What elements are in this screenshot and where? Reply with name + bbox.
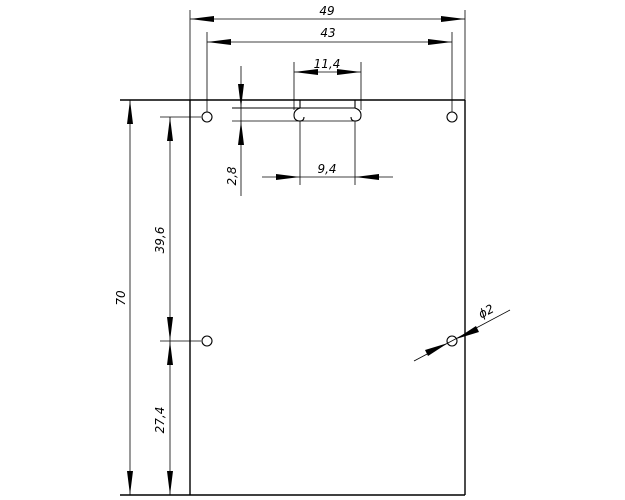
dim-label-2-8: 2,8	[225, 166, 239, 185]
slot-profile	[232, 100, 362, 122]
dim-overall-width	[189, 10, 466, 100]
hole-top-right	[446, 111, 458, 123]
dim-hole-diameter	[413, 309, 511, 362]
dim-label-9-4: 9,4	[317, 162, 336, 176]
dim-label-70: 70	[114, 290, 128, 306]
dim-height	[127, 100, 133, 495]
dim-hole-offset-top	[160, 116, 201, 342]
dim-label-39-6: 39,6	[153, 226, 167, 253]
plate-outline	[120, 99, 466, 496]
dim-slot-inner	[262, 121, 393, 185]
dim-label-27-4: 27,4	[153, 407, 167, 434]
dim-label-11-4: 11,4	[314, 57, 341, 71]
dim-label-43: 43	[320, 26, 335, 40]
dim-label-49: 49	[319, 4, 334, 18]
holes	[201, 111, 458, 347]
hole-top-left	[201, 111, 213, 123]
dim-hole-offset-bottom	[167, 341, 173, 495]
dim-hole-spacing	[206, 32, 453, 112]
hole-middle-right	[446, 335, 458, 347]
dim-slot-outer	[293, 62, 362, 110]
hole-middle-left	[201, 335, 213, 347]
dim-slot-depth	[238, 66, 244, 196]
dim-label-phi-2: ϕ2	[476, 302, 496, 322]
